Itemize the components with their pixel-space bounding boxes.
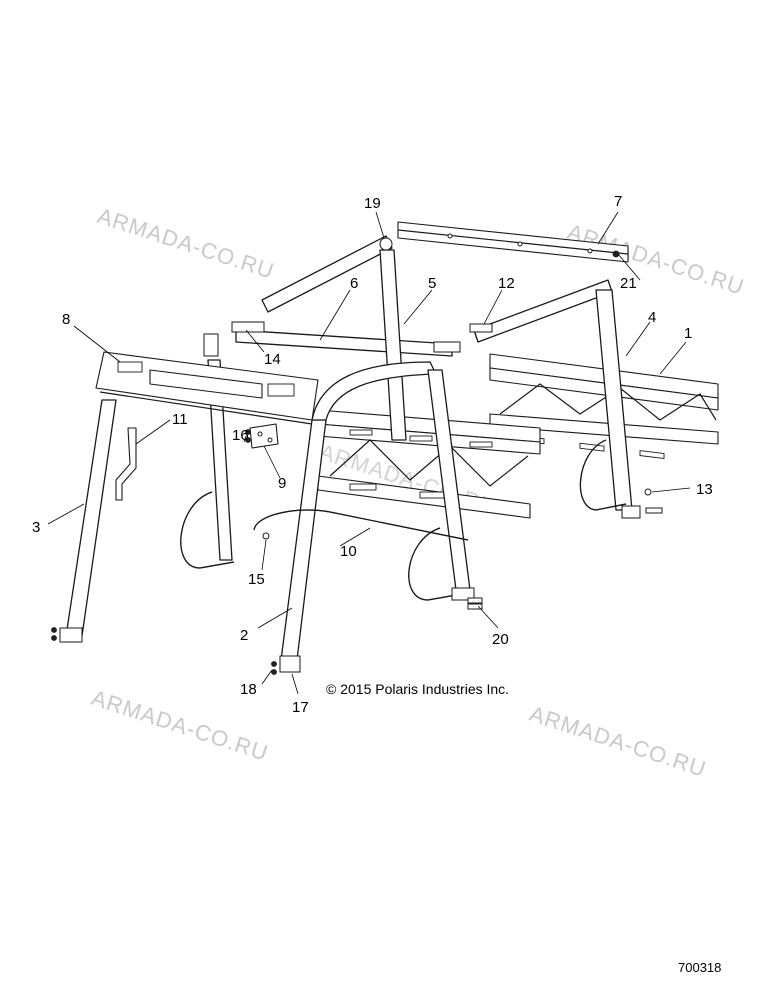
frame-posts [65,249,633,669]
callout-19: 19 [364,195,381,212]
watermark: ARMADA-CO.RU [526,701,709,782]
callout-5: 5 [428,275,436,292]
callout-6: 6 [350,275,358,292]
callout-3: 3 [32,519,40,536]
front-dash-panel [95,351,319,425]
callout-11: 11 [172,411,188,428]
callout-12: 12 [498,275,515,292]
callout-1: 1 [684,325,692,342]
callout-4: 4 [648,309,656,326]
callout-16: 16 [232,427,249,444]
rear-top-brace [397,221,629,263]
watermark: ARMADA-CO.RU [94,203,277,284]
callout-10: 10 [340,543,357,560]
bracket-11 [115,427,137,501]
callout-13: 13 [696,481,713,498]
copyright-notice: © 2015 Polaris Industries Inc. [326,681,509,697]
callout-14: 14 [264,351,281,368]
callout-9: 9 [278,475,286,492]
callout-17: 17 [292,699,309,716]
callout-7: 7 [614,193,622,210]
hardware [51,237,663,675]
grab-handles [180,439,627,601]
leader-lines [47,211,691,695]
callout-2: 2 [240,627,248,644]
callout-15: 15 [248,571,265,588]
callout-21: 21 [620,275,637,292]
roof-tubes [235,235,613,357]
callout-20: 20 [492,631,509,648]
callouts: 1 2 3 4 5 6 7 8 9 10 11 12 13 14 15 16 1… [32,193,713,716]
figure-number: 700318 [678,960,721,975]
plate-9 [249,423,279,449]
callout-8: 8 [62,311,70,328]
callout-18: 18 [240,681,257,698]
